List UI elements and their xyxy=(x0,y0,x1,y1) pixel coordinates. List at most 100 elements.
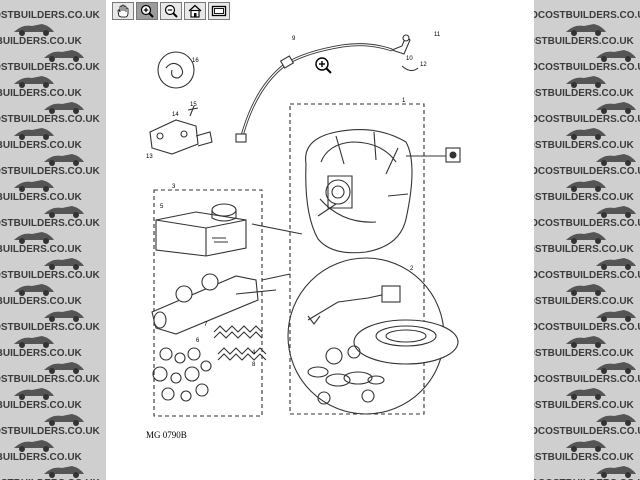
seal-kit xyxy=(152,347,212,402)
zoom-out-button[interactable] xyxy=(160,2,182,20)
zoom-in-icon xyxy=(140,4,154,18)
callout-4: 4 xyxy=(252,350,256,356)
callout-13: 13 xyxy=(146,154,153,160)
car-logo-icon xyxy=(14,232,54,244)
callout-11: 11 xyxy=(434,32,441,38)
watermark-row: LOCOSTBUILDERS.CO.UK xyxy=(534,8,640,22)
watermark-text: LOCOSTBUILDERS.CO.UK xyxy=(0,478,100,480)
watermark-row: LOCOSTBUILDERS.CO.UK xyxy=(0,424,106,438)
watermark-row: LOCOSTBUILDERS.CO.UK xyxy=(0,242,106,256)
car-logo-icon xyxy=(566,388,606,400)
home-icon xyxy=(188,4,202,18)
master-cylinder-box xyxy=(153,189,263,417)
callout-2: 2 xyxy=(410,266,414,272)
car-logo-icon xyxy=(566,76,606,88)
springs xyxy=(213,325,267,361)
car-logo-icon xyxy=(44,206,84,218)
watermark-text: LOCOSTBUILDERS.CO.UK xyxy=(534,191,634,203)
brake-servo-exploded-diagram: 1 2 3 4 5 6 7 8 9 10 11 12 13 14 15 16 xyxy=(146,32,461,417)
watermark-row: LOCOSTBUILDERS.CO.UK xyxy=(0,60,106,74)
master-cylinder xyxy=(151,273,277,335)
watermark-row: LOCOSTBUILDERS.CO.UK xyxy=(0,268,106,282)
watermark-text: LOCOSTBUILDERS.CO.UK xyxy=(534,113,640,125)
car-logo-icon xyxy=(44,258,84,270)
watermark-row: LOCOSTBUILDERS.CO.UK xyxy=(0,8,106,22)
car-logo-icon xyxy=(596,310,636,322)
image-viewer[interactable]: 1 2 3 4 5 6 7 8 9 10 11 12 13 14 15 16 M… xyxy=(106,0,534,480)
watermark-row: LOCOSTBUILDERS.CO.UK xyxy=(0,450,106,464)
hand-pan-button[interactable] xyxy=(112,2,134,20)
watermark-row: LOCOSTBUILDERS.CO.UK xyxy=(534,138,640,152)
car-logo-icon xyxy=(596,466,636,478)
watermark-text: LOCOSTBUILDERS.CO.UK xyxy=(0,295,82,307)
car-logo-icon xyxy=(566,440,606,452)
watermark-row: LOCOSTBUILDERS.CO.UK xyxy=(0,372,106,386)
watermark-text: LOCOSTBUILDERS.CO.UK xyxy=(534,35,634,47)
watermark-text: LOCOSTBUILDERS.CO.UK xyxy=(0,243,82,255)
window-icon xyxy=(211,5,227,17)
car-logo-icon xyxy=(44,50,84,62)
callout-12: 12 xyxy=(420,62,427,68)
watermark-text: LOCOSTBUILDERS.CO.UK xyxy=(0,191,82,203)
watermark-row: LOCOSTBUILDERS.CO.UK xyxy=(0,138,106,152)
car-logo-icon xyxy=(14,440,54,452)
viewer-toolbar xyxy=(112,2,230,22)
watermark-text: LOCOSTBUILDERS.CO.UK xyxy=(0,321,100,333)
watermark-text: LOCOSTBUILDERS.CO.UK xyxy=(534,165,640,177)
watermark-text: LOCOSTBUILDERS.CO.UK xyxy=(0,35,82,47)
zoom-in-button[interactable] xyxy=(136,2,158,20)
watermark-row: LOCOSTBUILDERS.CO.UK xyxy=(534,424,640,438)
car-logo-icon xyxy=(14,336,54,348)
callout-8: 8 xyxy=(252,362,256,368)
watermark-text: LOCOSTBUILDERS.CO.UK xyxy=(534,61,640,73)
callout-3: 3 xyxy=(172,184,176,190)
callout-9: 9 xyxy=(292,36,296,42)
watermark-text: LOCOSTBUILDERS.CO.UK xyxy=(534,269,640,281)
watermark-background-right: LOCOSTBUILDERS.CO.UK LOCOSTBUILDERS.CO.UK… xyxy=(534,0,640,480)
watermark-text: LOCOSTBUILDERS.CO.UK xyxy=(534,295,634,307)
watermark-text: LOCOSTBUILDERS.CO.UK xyxy=(0,113,100,125)
watermark-row: LOCOSTBUILDERS.CO.UK xyxy=(534,34,640,48)
watermark-row: LOCOSTBUILDERS.CO.UK xyxy=(0,112,106,126)
watermark-text: LOCOSTBUILDERS.CO.UK xyxy=(534,373,640,385)
watermark-text: LOCOSTBUILDERS.CO.UK xyxy=(0,165,100,177)
watermark-row: LOCOSTBUILDERS.CO.UK xyxy=(534,164,640,178)
watermark-row: LOCOSTBUILDERS.CO.UK xyxy=(534,216,640,230)
car-logo-icon xyxy=(44,466,84,478)
diagram-reference-code: MG 0790B xyxy=(146,430,187,440)
car-logo-icon xyxy=(14,180,54,192)
pressure-valve-block xyxy=(149,105,213,155)
car-logo-icon xyxy=(14,128,54,140)
watermark-row: LOCOSTBUILDERS.CO.UK xyxy=(0,190,106,204)
watermark-row: LOCOSTBUILDERS.CO.UK xyxy=(534,242,640,256)
servo-booster xyxy=(305,129,461,254)
watermark-text: LOCOSTBUILDERS.CO.UK xyxy=(534,451,634,463)
watermark-text: LOCOSTBUILDERS.CO.UK xyxy=(534,9,640,21)
watermark-row: LOCOSTBUILDERS.CO.UK xyxy=(534,86,640,100)
watermark-text: LOCOSTBUILDERS.CO.UK xyxy=(0,373,100,385)
watermark-row: LOCOSTBUILDERS.CO.UK xyxy=(0,216,106,230)
callout-15: 15 xyxy=(190,102,197,108)
watermark-row: LOCOSTBUILDERS.CO.UK xyxy=(0,294,106,308)
car-logo-icon xyxy=(566,336,606,348)
watermark-text: LOCOSTBUILDERS.CO.UK xyxy=(534,87,634,99)
car-logo-icon xyxy=(44,154,84,166)
watermark-row: LOCOSTBUILDERS.CO.UK xyxy=(534,60,640,74)
car-logo-icon xyxy=(566,180,606,192)
home-button[interactable] xyxy=(184,2,206,20)
watermark-text: LOCOSTBUILDERS.CO.UK xyxy=(0,61,100,73)
car-logo-icon xyxy=(44,362,84,374)
watermark-text: LOCOSTBUILDERS.CO.UK xyxy=(0,9,100,21)
car-logo-icon xyxy=(566,284,606,296)
watermark-text: LOCOSTBUILDERS.CO.UK xyxy=(534,478,640,480)
car-logo-icon xyxy=(14,388,54,400)
watermark-text: LOCOSTBUILDERS.CO.UK xyxy=(0,139,82,151)
watermark-text: LOCOSTBUILDERS.CO.UK xyxy=(534,399,634,411)
car-logo-icon xyxy=(596,154,636,166)
fit-window-button[interactable] xyxy=(208,2,230,20)
watermark-background-left: LOCOSTBUILDERS.CO.UK LOCOSTBUILDERS.CO.UK… xyxy=(0,0,106,480)
watermark-text: LOCOSTBUILDERS.CO.UK xyxy=(534,139,634,151)
watermark-row: LOCOSTBUILDERS.CO.UK xyxy=(534,476,640,480)
car-logo-icon xyxy=(44,102,84,114)
callout-14: 14 xyxy=(172,112,179,118)
